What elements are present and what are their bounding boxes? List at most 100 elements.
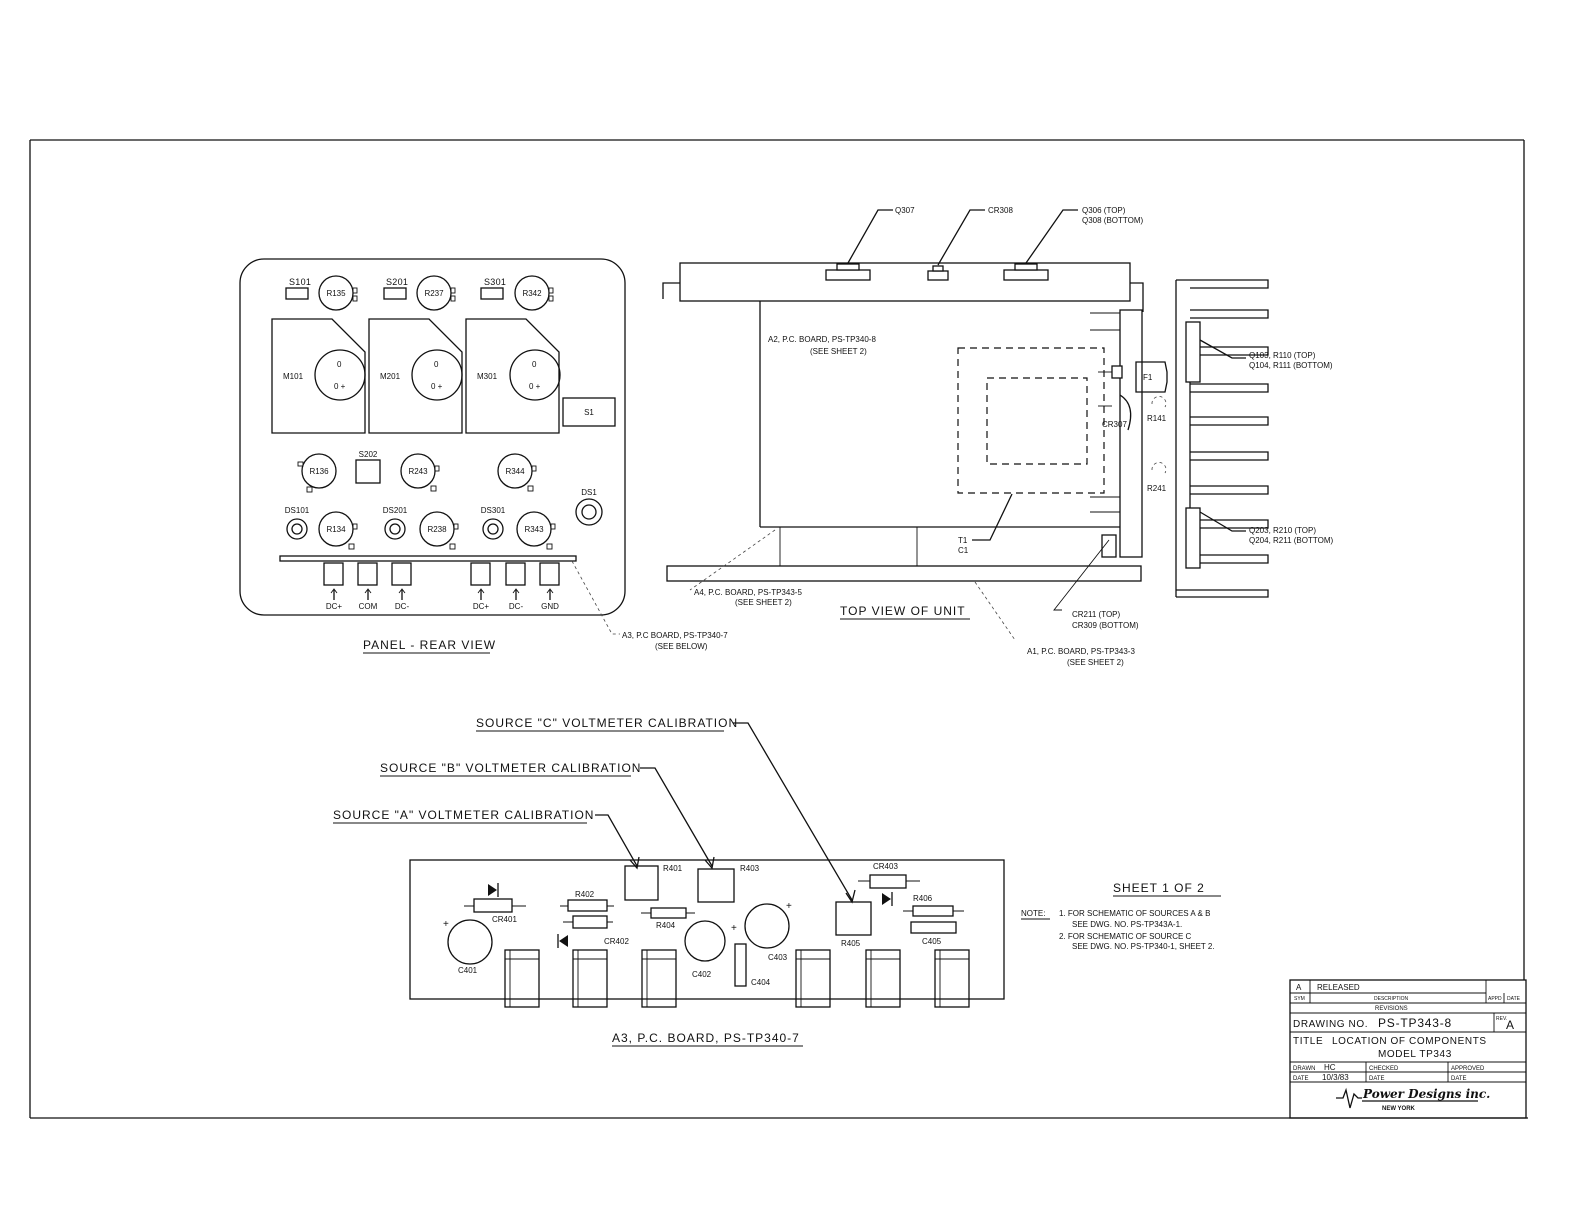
calibration-callouts: SOURCE "C" VOLTMETER CALIBRATION SOURCE … bbox=[333, 716, 856, 904]
svg-text:R402: R402 bbox=[575, 890, 595, 899]
title-line-2: MODEL TP343 bbox=[1378, 1049, 1452, 1060]
svg-text:R403: R403 bbox=[740, 864, 760, 873]
svg-text:C401: C401 bbox=[458, 966, 478, 975]
drawing-border bbox=[29, 139, 1528, 1119]
note-1b: SEE DWG. NO. PS-TP343A-1. bbox=[1072, 920, 1182, 929]
pot-r405: R405 bbox=[835, 901, 872, 948]
terminal-strip bbox=[279, 555, 577, 562]
checked-label: CHECKED bbox=[1369, 1066, 1399, 1072]
svg-text:C404: C404 bbox=[751, 978, 771, 987]
terminal-dc-plus-1: DC+ bbox=[323, 562, 344, 611]
svg-text:R238: R238 bbox=[427, 525, 447, 534]
sheet-label: SHEET 1 OF 2 bbox=[1113, 881, 1205, 895]
date-label-3: DATE bbox=[1451, 1076, 1467, 1082]
svg-text:DC-: DC- bbox=[509, 602, 524, 611]
pot-r401: R401 bbox=[624, 864, 683, 901]
note-2a: 2. FOR SCHEMATIC OF SOURCE C bbox=[1059, 932, 1192, 941]
svg-text:+: + bbox=[786, 901, 792, 912]
date-label-1: DATE bbox=[1293, 1076, 1309, 1082]
pot-r403: R403 bbox=[697, 864, 760, 903]
label-q308: Q308 (BOTTOM) bbox=[1082, 216, 1144, 225]
indicator-ds1: DS1 bbox=[575, 488, 603, 526]
transistor-q203 bbox=[1185, 507, 1201, 569]
pot-r342: R342 bbox=[514, 275, 554, 311]
pot-r343: R343 bbox=[516, 511, 556, 550]
panel-rear-caption: PANEL - REAR VIEW bbox=[363, 638, 496, 652]
resistor-r402: R402 bbox=[560, 890, 614, 912]
top-view-of-unit: Q307 CR308 Q306 (TOP) Q308 (BOTTOM) A2, … bbox=[662, 206, 1334, 667]
svg-text:CR402: CR402 bbox=[604, 937, 629, 946]
label-r141: R141 bbox=[1147, 414, 1167, 423]
resistor-r406: R406 bbox=[903, 894, 964, 917]
diode-cr403: CR403 bbox=[858, 862, 920, 889]
label-q307: Q307 bbox=[895, 206, 915, 215]
svg-text:DS301: DS301 bbox=[481, 506, 506, 515]
svg-text:+: + bbox=[731, 923, 737, 934]
col-date: DATE bbox=[1507, 996, 1521, 1002]
pot-r134: R134 bbox=[318, 511, 358, 550]
meter-m101: M101 0 0 + bbox=[271, 318, 366, 434]
switch-s1: S1 bbox=[562, 397, 616, 427]
revisions-label: REVISIONS bbox=[1375, 1006, 1408, 1012]
svg-text:DC+: DC+ bbox=[326, 602, 343, 611]
svg-text:DS101: DS101 bbox=[285, 506, 310, 515]
a3-pc-board: R401 R403 R405 CR403 R406 C405 R402 bbox=[409, 859, 1005, 1047]
svg-text:F1: F1 bbox=[1143, 373, 1153, 382]
capacitor-c402: C402 bbox=[684, 920, 726, 979]
company-city: NEW YORK bbox=[1382, 1106, 1416, 1112]
indicator-ds201: DS201 bbox=[383, 506, 408, 540]
label-a1: A1, P.C. BOARD, PS-TP343-3 bbox=[1027, 647, 1135, 656]
svg-text:+: + bbox=[443, 919, 449, 930]
board-connectors bbox=[504, 949, 970, 1008]
label-cr308: CR308 bbox=[988, 206, 1013, 215]
notes-section: SHEET 1 OF 2 NOTE: 1. FOR SCHEMATIC OF S… bbox=[1021, 881, 1221, 951]
svg-text:DS201: DS201 bbox=[383, 506, 408, 515]
svg-text:GND: GND bbox=[541, 602, 559, 611]
drawing-no: PS-TP343-8 bbox=[1378, 1016, 1452, 1030]
transistor-q306 bbox=[1003, 269, 1049, 281]
meter-m301: M301 0 0 + bbox=[465, 318, 561, 434]
switch-s301: S301 bbox=[480, 277, 506, 300]
svg-text:S1: S1 bbox=[584, 408, 594, 417]
pot-r237: R237 bbox=[416, 275, 456, 311]
svg-text:R134: R134 bbox=[326, 525, 346, 534]
a3-board-caption: A3, P.C. BOARD, PS-TP340-7 bbox=[612, 1031, 800, 1045]
capacitor-c401: + C401 bbox=[443, 919, 493, 975]
svg-text:R404: R404 bbox=[656, 921, 676, 930]
resistor-r404: R404 bbox=[641, 907, 695, 930]
diode-cr307-lead bbox=[1119, 394, 1132, 431]
label-cr307: CR307 bbox=[1102, 420, 1127, 429]
svg-text:R136: R136 bbox=[309, 467, 329, 476]
diode-cr308 bbox=[927, 270, 949, 281]
label-q104: Q104, R111 (BOTTOM) bbox=[1249, 361, 1333, 370]
title-line-1: LOCATION OF COMPONENTS bbox=[1332, 1036, 1487, 1047]
label-t1: T1 bbox=[958, 536, 968, 545]
label-a2-see: (SEE SHEET 2) bbox=[810, 347, 867, 356]
title-label: TITLE bbox=[1293, 1036, 1323, 1047]
board-a1 bbox=[666, 565, 1142, 582]
callout-source-b: SOURCE "B" VOLTMETER CALIBRATION bbox=[380, 761, 641, 775]
label-a2: A2, P.C. BOARD, PS-TP340-8 bbox=[768, 335, 876, 344]
svg-text:0: 0 bbox=[337, 360, 342, 369]
svg-text:0 +: 0 + bbox=[431, 382, 443, 391]
a3-board-outline bbox=[409, 859, 1005, 1000]
label-q203: Q203, R210 (TOP) bbox=[1249, 526, 1316, 535]
note-1a: 1. FOR SCHEMATIC OF SOURCES A & B bbox=[1059, 909, 1210, 918]
panel-outline bbox=[239, 258, 626, 616]
transistor-q103 bbox=[1185, 321, 1201, 383]
terminal-dc-plus-2: DC+ bbox=[470, 562, 491, 611]
col-appd: APPD bbox=[1488, 996, 1502, 1002]
note-label: NOTE: bbox=[1021, 909, 1045, 918]
svg-text:0 +: 0 + bbox=[334, 382, 346, 391]
capacitor-c405: C405 bbox=[910, 921, 957, 946]
rev-letter: A bbox=[1296, 983, 1302, 992]
indicator-ds301: DS301 bbox=[481, 506, 506, 540]
rev-desc: RELEASED bbox=[1317, 983, 1360, 992]
svg-text:M301: M301 bbox=[477, 372, 498, 381]
svg-text:0 +: 0 + bbox=[529, 382, 541, 391]
svg-text:DS1: DS1 bbox=[581, 488, 597, 497]
diode-cr401: CR401 bbox=[464, 883, 526, 924]
diode-cr402: CR402 bbox=[557, 915, 629, 948]
rev-value: A bbox=[1506, 1018, 1515, 1032]
